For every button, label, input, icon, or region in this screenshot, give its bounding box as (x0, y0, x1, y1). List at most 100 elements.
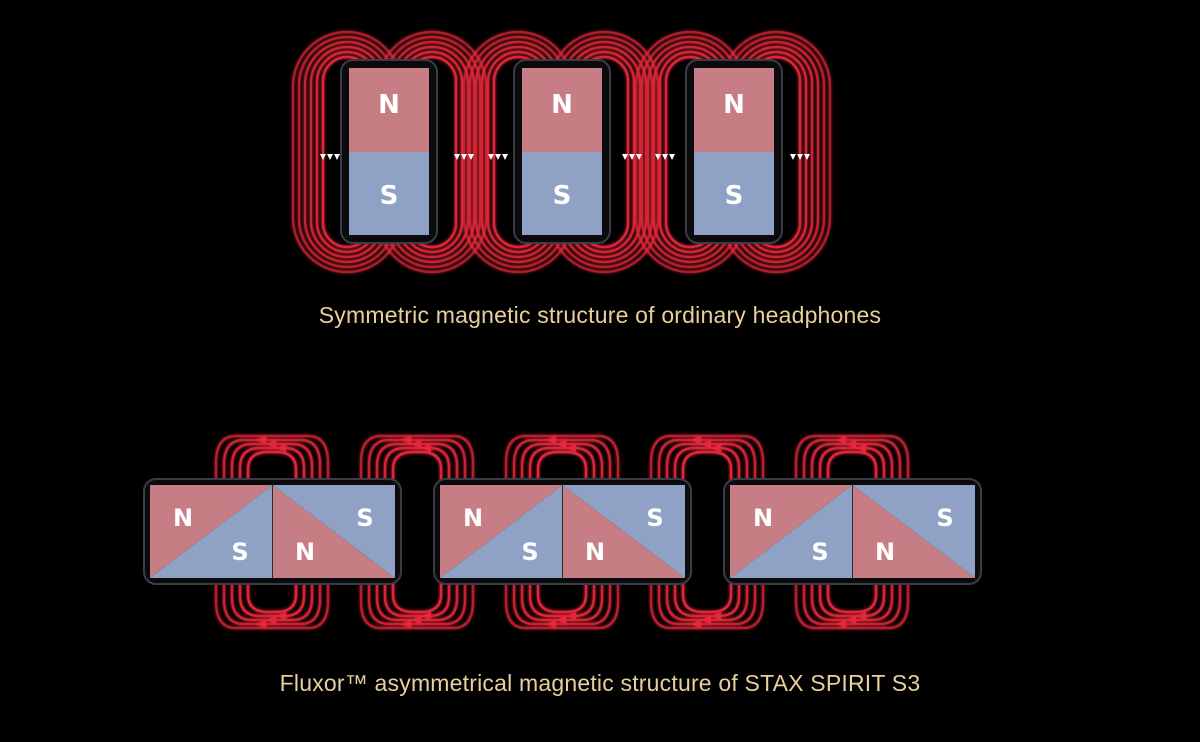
field-line (238, 446, 306, 492)
north-label: N (378, 90, 400, 120)
pole-label: S (356, 504, 373, 532)
field-arrowhead (546, 436, 556, 444)
field-arrowhead (556, 616, 566, 624)
field-line (214, 434, 330, 492)
field-line (528, 572, 596, 618)
field-arrowhead (711, 612, 721, 620)
flux-arrows (488, 154, 508, 160)
flux-arrows (622, 154, 642, 160)
south-pole (522, 152, 602, 235)
field-line (536, 572, 588, 614)
field-line (214, 572, 330, 630)
flux-arrows (454, 154, 474, 160)
field-arrowhead (846, 440, 856, 448)
field-line (794, 572, 910, 630)
field-arrowhead (401, 436, 411, 444)
south-segment (852, 485, 975, 578)
flux-arrow (488, 154, 494, 160)
pole-label: N (295, 538, 315, 566)
field-line (657, 438, 757, 492)
flux-arrows (790, 154, 810, 160)
pole-label: N (753, 504, 773, 532)
field-line (504, 434, 620, 492)
field-line (826, 572, 878, 614)
field-line (673, 446, 741, 492)
flux-arrows (655, 154, 675, 160)
flux-arrows (320, 154, 340, 160)
flux-arrow (320, 154, 326, 160)
field-line (504, 572, 620, 630)
field-line (512, 438, 612, 492)
flux-arrow (468, 154, 474, 160)
field-arrowhead (421, 612, 431, 620)
arch-arrowheads (256, 436, 286, 628)
flux-arrow (655, 154, 661, 160)
field-arrowhead (856, 444, 866, 452)
field-line (367, 572, 467, 626)
field-arrowhead (266, 616, 276, 624)
top-magnet: NS (340, 59, 438, 244)
field-arrowhead (836, 436, 846, 444)
flux-arrow (327, 154, 333, 160)
field-arrowhead (556, 440, 566, 448)
pole-label: S (811, 538, 828, 566)
south-segment (150, 485, 273, 578)
south-pole (349, 152, 429, 235)
flux-arrow (804, 154, 810, 160)
field-line (246, 450, 298, 492)
field-line (536, 450, 588, 492)
pole-label: S (936, 504, 953, 532)
field-arrowhead (256, 436, 266, 444)
field-line (359, 434, 475, 492)
arch-arrowheads (836, 436, 866, 628)
flux-arrow (629, 154, 635, 160)
pole-label: N (173, 504, 193, 532)
flux-arrow (454, 154, 460, 160)
north-label: N (723, 90, 745, 120)
pole-label: S (646, 504, 663, 532)
field-arrowhead (846, 616, 856, 624)
field-line (512, 572, 612, 626)
top-magnet: NS (685, 59, 783, 244)
field-line (681, 450, 733, 492)
field-line (391, 572, 443, 614)
field-line (818, 446, 886, 492)
field-arrowhead (276, 444, 286, 452)
field-arrowhead (836, 620, 846, 628)
pole-label: S (521, 538, 538, 566)
south-pole (694, 152, 774, 235)
field-arrowhead (711, 444, 721, 452)
field-line (383, 446, 451, 492)
field-arrowhead (421, 444, 431, 452)
field-line (802, 572, 902, 626)
field-arrowhead (411, 440, 421, 448)
symmetric-structure-caption: Symmetric magnetic structure of ordinary… (318, 302, 882, 328)
field-arrowhead (856, 612, 866, 620)
field-arrowhead (401, 620, 411, 628)
field-arrowhead (256, 620, 266, 628)
south-segment (730, 485, 853, 578)
flux-arrow (797, 154, 803, 160)
field-arrowhead (276, 612, 286, 620)
field-line (657, 572, 757, 626)
south-segment (562, 485, 685, 578)
field-arrowhead (701, 440, 711, 448)
bottom-field-lines (214, 434, 910, 630)
arch-arrowheads (546, 436, 576, 628)
north-pole (349, 68, 429, 152)
south-label: S (725, 181, 744, 211)
field-line (649, 434, 765, 492)
flux-arrow (636, 154, 642, 160)
field-line (238, 572, 306, 618)
flux-arrow (622, 154, 628, 160)
field-arrowhead (566, 444, 576, 452)
field-arrowhead (701, 616, 711, 624)
pole-label: N (463, 504, 483, 532)
top-magnet: NS (513, 59, 611, 244)
field-arrowhead (266, 440, 276, 448)
lower-field-arch (504, 572, 620, 630)
